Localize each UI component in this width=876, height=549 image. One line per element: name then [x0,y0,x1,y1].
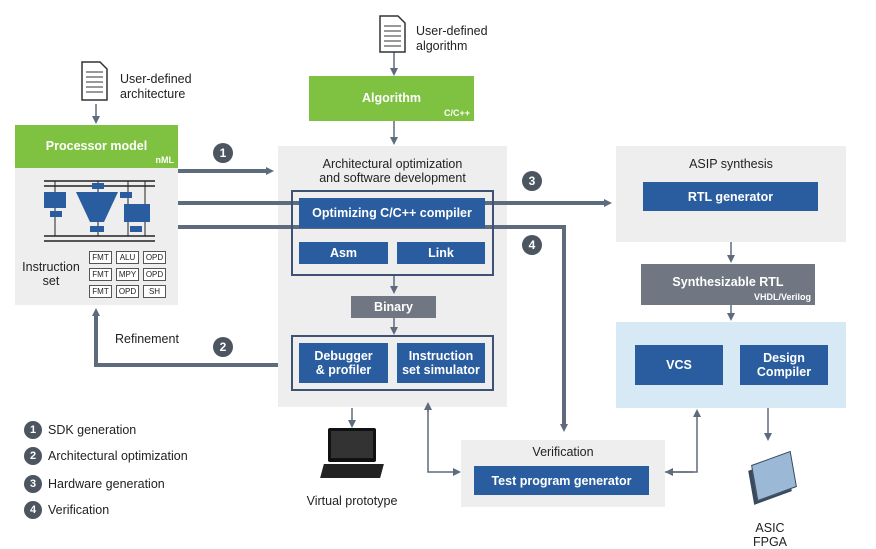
datapath-blocks [44,183,150,232]
flow-number-2: 2 [213,337,233,357]
compiler-label: Optimizing C/C++ compiler [312,206,472,220]
link-box: Link [397,242,485,264]
datapath-schematic [44,180,155,242]
processor-model-title: Processor model [45,139,148,153]
doc-left-label-line1: User-defined [120,72,192,86]
algorithm-sub: C/C++ [443,108,470,118]
arrow-verification-to-tools [665,409,701,473]
link-label: Link [428,246,454,260]
synth-rtl-box: Synthesizable RTL VHDL/Verilog [641,264,815,305]
asic-label: ASIC [755,521,785,535]
isa-cell: OPD [143,251,166,264]
legend-item: 2 Architectural optimization [24,447,188,465]
legend-number: 2 [24,447,42,465]
legend-text: Architectural optimization [48,449,188,463]
legend-number: 4 [24,501,42,519]
doc-top-label-line2: algorithm [416,39,468,53]
debugger-line2: & profiler [315,363,372,377]
instruction-set-line2: set [42,274,60,288]
design-compiler-box: Design Compiler [740,345,828,385]
rtl-generator-label: RTL generator [687,189,774,204]
synth-rtl-sub: VHDL/Verilog [753,292,811,302]
isa-cell: FMT [89,285,112,298]
arch-opt-title-line2: and software development [319,171,466,185]
legend-text: Verification [48,503,110,517]
legend-number: 1 [24,421,42,439]
dc-line1: Design [763,351,805,365]
isa-cell: FMT [89,268,112,281]
iss-line2: set simulator [402,363,480,377]
synth-rtl-title: Synthesizable RTL [672,275,784,289]
arrow-arch-to-verification [427,408,461,476]
algorithm-box: Algorithm C/C++ [309,76,474,121]
compiler-box: Optimizing C/C++ compiler [299,198,485,228]
arch-opt-title: Architectural optimization and software … [278,157,507,185]
isa-cell: ALU [116,251,139,264]
doc-left-label-line2: architecture [120,87,186,101]
fpga-label: FPGA [752,535,788,549]
isa-cell: SH [143,285,166,298]
arch-opt-title-line1: Architectural optimization [322,157,463,171]
isa-cell: MPY [116,268,139,281]
legend-item: 4 Verification [24,501,109,519]
flow-number-1: 1 [213,143,233,163]
instruction-set-line1: Instruction [22,260,80,274]
doc-left-label: User-defined architecture [120,72,192,102]
isa-cell: FMT [89,251,112,264]
flow-number-4: 4 [522,235,542,255]
compiler-group [291,190,494,276]
test-generator-label: Test program generator [491,473,632,488]
legend-item: 1 SDK generation [24,421,136,439]
asm-box: Asm [299,242,388,264]
arrow-2-refinement [92,308,278,367]
vcs-label: VCS [666,358,692,372]
virtual-prototype-label: Virtual prototype [306,494,398,508]
verification-title: Verification [532,445,594,459]
instruction-set-label: Instruction set [17,260,85,288]
document-icon-top [379,15,406,53]
test-generator-box: Test program generator [474,466,649,495]
isa-cell: OPD [143,268,166,281]
isa-cell: OPD [116,285,139,298]
binary-label: Binary [374,300,413,314]
legend-item: 3 Hardware generation [24,475,165,493]
vcs-box: VCS [635,345,723,385]
asic-fpga-label: ASIC FPGA [740,521,800,549]
doc-top-label-line1: User-defined [416,24,488,38]
laptop-icon [320,428,384,488]
asm-label: Asm [329,246,358,260]
doc-top-label: User-defined algorithm [416,24,488,54]
debugger-box: Debugger & profiler [299,343,388,383]
debug-group [291,335,494,391]
chip-icon [740,450,800,510]
legend-text: SDK generation [48,423,137,437]
document-icon-left [81,61,108,101]
iss-line1: Instruction [408,349,474,363]
rtl-generator-box: RTL generator [643,182,818,211]
asip-title: ASIP synthesis [689,157,773,171]
debugger-line1: Debugger [314,349,373,363]
dc-line2: Compiler [756,365,812,379]
processor-model-sub: nML [155,155,175,165]
algorithm-title: Algorithm [361,91,422,105]
iss-box: Instruction set simulator [397,343,485,383]
processor-model-header: Processor model nML [15,125,178,168]
legend-number: 3 [24,475,42,493]
legend-text: Hardware generation [48,477,165,491]
binary-box: Binary [351,296,436,318]
refinement-label: Refinement [115,332,179,346]
flow-number-3: 3 [522,171,542,191]
